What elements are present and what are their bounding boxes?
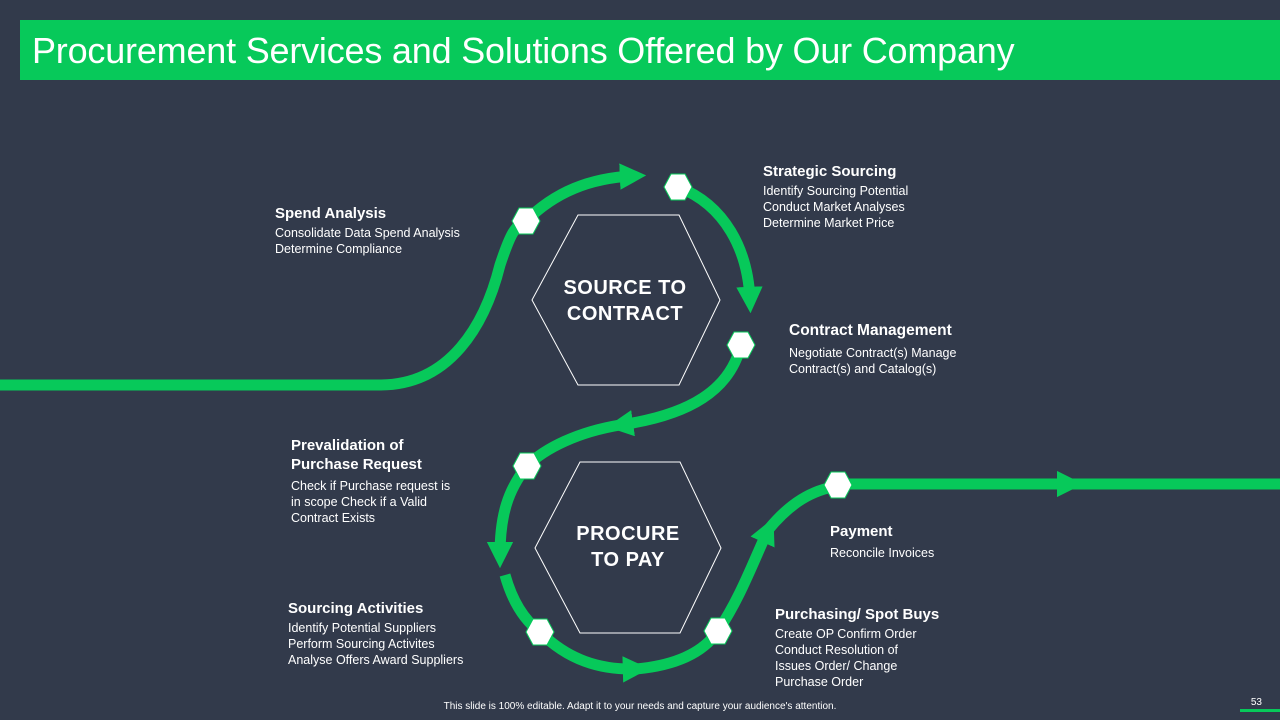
- procure-to-pay-label: PROCURE TO PAY: [548, 521, 708, 573]
- description-line: Issues Order/ Change: [775, 659, 898, 673]
- description-line: Create OP Confirm Order: [775, 627, 917, 641]
- contract-management-block: Contract Management Negotiate Contract(s…: [789, 321, 956, 377]
- purchasing-description: Create OP Confirm Order Conduct Resoluti…: [775, 626, 939, 690]
- node-hexagon-spend-analysis: [511, 207, 541, 235]
- title-bar: Procurement Services and Solutions Offer…: [20, 20, 1280, 80]
- spend-analysis-block: Spend Analysis Consolidate Data Spend An…: [275, 204, 460, 257]
- description-line: Determine Market Price: [763, 216, 895, 230]
- node-hexagon-purchasing: [703, 617, 733, 645]
- payment-heading: Payment: [830, 523, 893, 540]
- footer-note: This slide is 100% editable. Adapt it to…: [443, 701, 837, 712]
- contract-management-heading: Contract Management: [789, 322, 952, 339]
- flow-segment-to-purchasing: [635, 627, 723, 675]
- flow-segment-bottom-arc: [536, 628, 650, 683]
- source-to-contract-line-1: SOURCE TO: [563, 277, 687, 299]
- description-line: Analyse Offers Award Suppliers: [288, 653, 464, 667]
- procure-to-pay-hexagon: [534, 461, 722, 634]
- source-to-contract-label: SOURCE TO CONTRACT: [545, 275, 705, 327]
- description-line: in scope Check if a Valid: [291, 495, 427, 509]
- strategic-sourcing-description: Identify Sourcing Potential Conduct Mark…: [763, 183, 908, 231]
- description-line: Check if Purchase request is: [291, 479, 451, 493]
- source-to-contract-line-2: CONTRACT: [566, 303, 684, 325]
- flow-segment-contract: [606, 343, 747, 437]
- description-line: Reconcile Invoices: [830, 546, 935, 560]
- prevalidation-heading: Prevalidation of Purchase Request: [291, 436, 450, 474]
- heading-line: Purchase Request: [291, 456, 422, 473]
- description-line: Consolidate Data Spend Analysis: [275, 226, 460, 240]
- node-hexagon-contract-management: [726, 331, 756, 359]
- description-line: Conduct Resolution of: [775, 643, 898, 657]
- flow-segment-to-payment: [763, 480, 839, 534]
- payment-block: Payment Reconcile Invoices: [830, 522, 934, 561]
- payment-description: Reconcile Invoices: [830, 545, 934, 561]
- node-hexagon-prevalidation: [512, 452, 542, 480]
- strategic-sourcing-block: Strategic Sourcing Identify Sourcing Pot…: [763, 162, 908, 231]
- description-line: Determine Compliance: [275, 242, 403, 256]
- sourcing-activities-heading: Sourcing Activities: [288, 600, 424, 617]
- sourcing-activities-block: Sourcing Activities Identify Potential S…: [288, 599, 463, 668]
- description-line: Perform Sourcing Activites: [288, 637, 435, 651]
- description-line: Conduct Market Analyses: [763, 200, 905, 214]
- prevalidation-block: Prevalidation of Purchase Request Check …: [291, 436, 450, 526]
- description-line: Negotiate Contract(s) Manage: [789, 346, 957, 360]
- source-to-contract-hexagon: [531, 214, 721, 386]
- flow-segment-rise: [713, 517, 775, 635]
- strategic-sourcing-heading: Strategic Sourcing: [763, 163, 897, 180]
- sourcing-activities-description: Identify Potential Suppliers Perform Sou…: [288, 620, 463, 668]
- prevalidation-description: Check if Purchase request is in scope Ch…: [291, 478, 450, 526]
- description-line: Contract Exists: [291, 511, 376, 525]
- flow-segment-sourcing-arc: [675, 181, 763, 314]
- flow-segment-entry: [0, 215, 529, 391]
- purchasing-block: Purchasing/ Spot Buys Create OP Confirm …: [775, 605, 939, 690]
- purchasing-heading: Purchasing/ Spot Buys: [775, 606, 940, 623]
- description-line: Contract(s) and Catalog(s): [789, 362, 937, 376]
- contract-management-description: Negotiate Contract(s) Manage Contract(s)…: [789, 345, 956, 377]
- flow-segment-spend-to-sourcing: [522, 163, 647, 225]
- description-line: Identify Potential Suppliers: [288, 621, 437, 635]
- page-number: 53: [1250, 697, 1262, 708]
- flow-segment-to-prevalidation: [523, 419, 621, 470]
- node-hexagon-sourcing-activities: [525, 618, 555, 646]
- node-hexagon-payment: [823, 471, 853, 499]
- procure-to-pay-line-1: PROCURE: [576, 523, 680, 545]
- description-line: Purchase Order: [775, 675, 864, 689]
- page-title: Procurement Services and Solutions Offer…: [32, 30, 1015, 71]
- heading-line: Prevalidation of: [291, 437, 404, 454]
- description-line: Identify Sourcing Potential: [763, 184, 909, 198]
- node-hexagon-strategic-sourcing: [663, 173, 693, 201]
- spend-analysis-heading: Spend Analysis: [275, 205, 387, 222]
- spend-analysis-description: Consolidate Data Spend Analysis Determin…: [275, 225, 460, 257]
- page-number-underline: [1240, 709, 1280, 712]
- procure-to-pay-line-2: TO PAY: [591, 549, 665, 571]
